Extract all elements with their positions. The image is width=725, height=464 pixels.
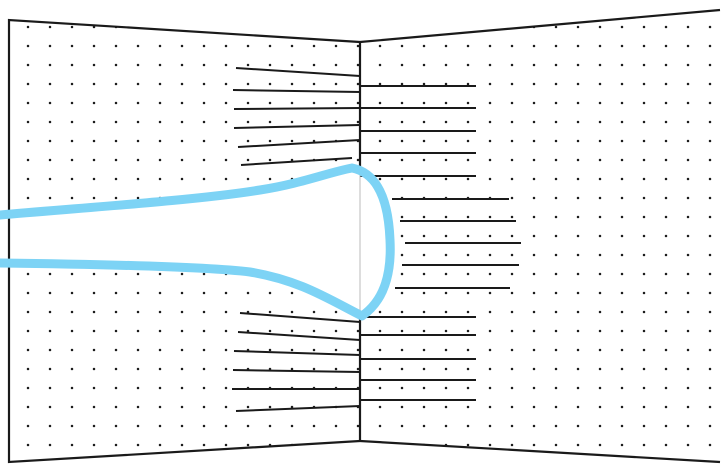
fold-hatching <box>232 67 521 412</box>
hatch-line <box>235 67 361 77</box>
hatch-line <box>237 139 361 148</box>
hatch-line <box>240 157 353 166</box>
hatch-line <box>232 89 361 93</box>
hatch-line <box>237 331 361 341</box>
right-panel-edge <box>359 8 721 44</box>
hatch-line <box>233 107 361 110</box>
hatch-line <box>235 405 361 412</box>
right-panel-bottom-edge <box>359 439 721 464</box>
hatch-line <box>239 312 361 323</box>
flow-loop <box>0 163 395 321</box>
hatch-line <box>233 350 361 356</box>
panel-outlines <box>7 8 721 464</box>
right-panel-dots <box>360 10 720 462</box>
hatch-line <box>233 124 361 129</box>
left-panel-edge <box>7 18 361 464</box>
hatch-line <box>232 369 361 373</box>
